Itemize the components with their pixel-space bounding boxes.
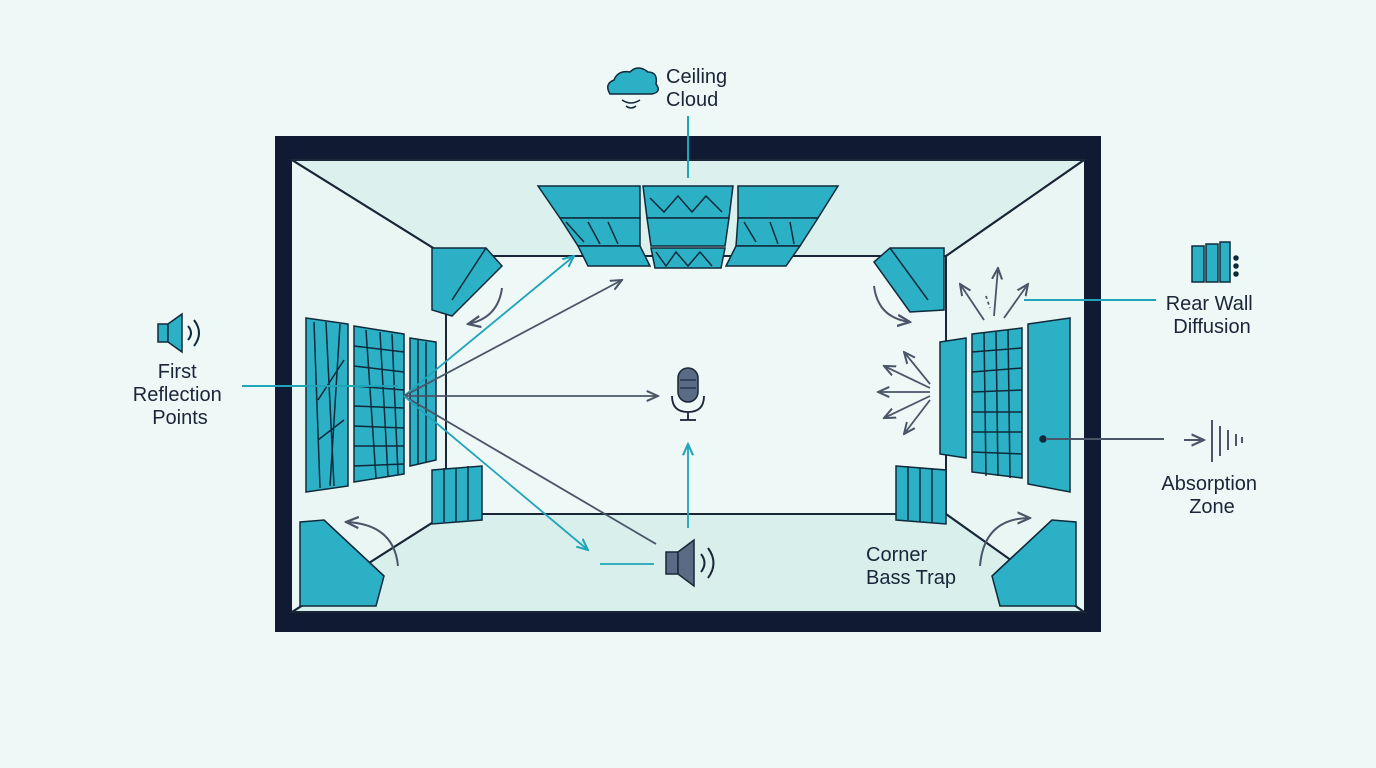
source-speaker-icon [665,538,715,588]
label-line: Corner [866,544,927,566]
label-line: Cloud [666,89,718,111]
rear-wall-label: Rear Wall Diffusion [1166,293,1259,338]
label-line: Absorption [1161,473,1257,495]
speaker-icon [157,312,200,354]
label-line: Diffusion [1173,316,1250,338]
absorption-label: Absorption Zone [1161,473,1262,518]
side-wall-panels [305,317,437,493]
label-line: Reflection [133,384,222,406]
cloud-icon [607,67,659,109]
bass-trap-arrows [346,285,1030,567]
sound-wave-icon [1184,420,1243,462]
label-line: First [158,361,197,383]
leader-lines [242,116,1164,440]
microphone-icon [671,367,705,421]
first-reflection-label: First Reflection Points [133,361,228,429]
label-line: Rear Wall [1166,293,1253,315]
bass-trap-label: Corner Bass Trap [866,544,956,589]
bass-trap-panels [299,247,1077,607]
rear-wall-panels [939,317,1071,493]
diffuser-icon [1191,241,1239,283]
ceiling-cloud-label: Ceiling Cloud [666,66,733,111]
reflection-rays [403,256,688,565]
label-line: Points [152,407,208,429]
ceiling-cloud-panels [536,185,840,269]
diffusion-arrows [878,268,1028,434]
label-line: Ceiling [666,66,727,88]
label-line: Bass Trap [866,567,956,589]
label-line: Zone [1189,496,1235,518]
